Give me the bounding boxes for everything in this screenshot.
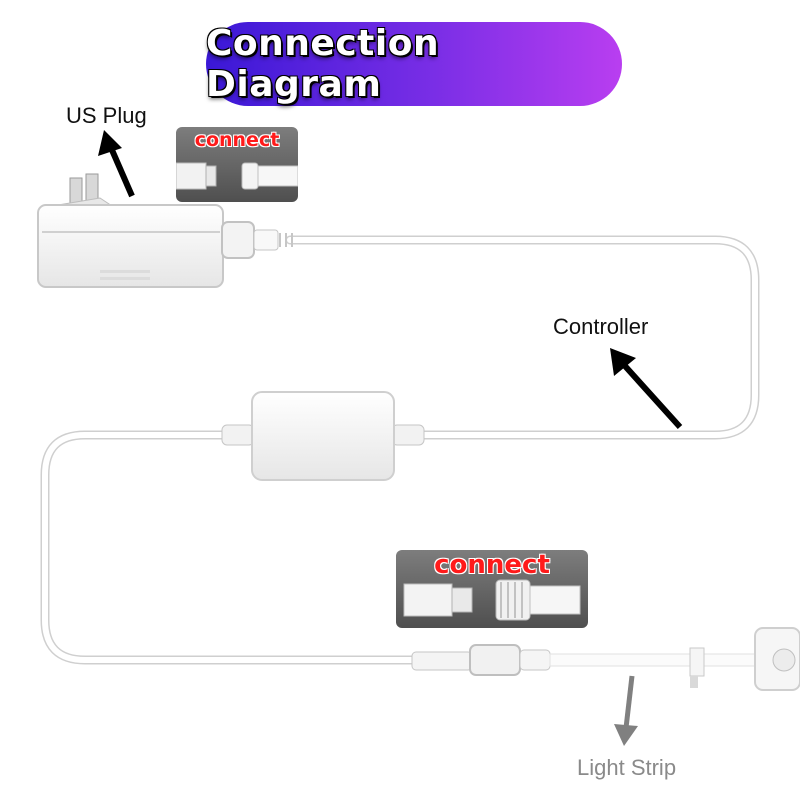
connect-label: connect — [194, 129, 280, 151]
connector-pair-icon — [176, 162, 298, 190]
page-title: Connection Diagram — [206, 23, 440, 105]
controller-arrowhead-icon — [610, 348, 636, 376]
connector-pair-icon — [403, 579, 581, 621]
controller-arrow-icon — [622, 363, 683, 430]
connect-callout-1: connect — [176, 127, 298, 202]
us-plug-label: US Plug — [66, 103, 147, 128]
controller-label: Controller — [553, 314, 649, 339]
title-banner: Connection Diagram — [206, 22, 622, 106]
light-strip-label: Light Strip — [577, 755, 677, 780]
light-strip-arrow-icon — [623, 675, 635, 729]
controller-box-icon — [221, 391, 425, 481]
us-plug-arrow-icon — [109, 148, 135, 198]
power-cable — [40, 235, 760, 665]
connect-callout-2: connect — [396, 550, 588, 628]
light-strip-arrowhead-icon — [614, 724, 638, 746]
connect-label: connect — [434, 550, 550, 580]
power-adapter-icon — [37, 173, 293, 288]
strip-connector-icon — [411, 627, 800, 691]
us-plug-arrowhead-icon — [98, 130, 122, 156]
